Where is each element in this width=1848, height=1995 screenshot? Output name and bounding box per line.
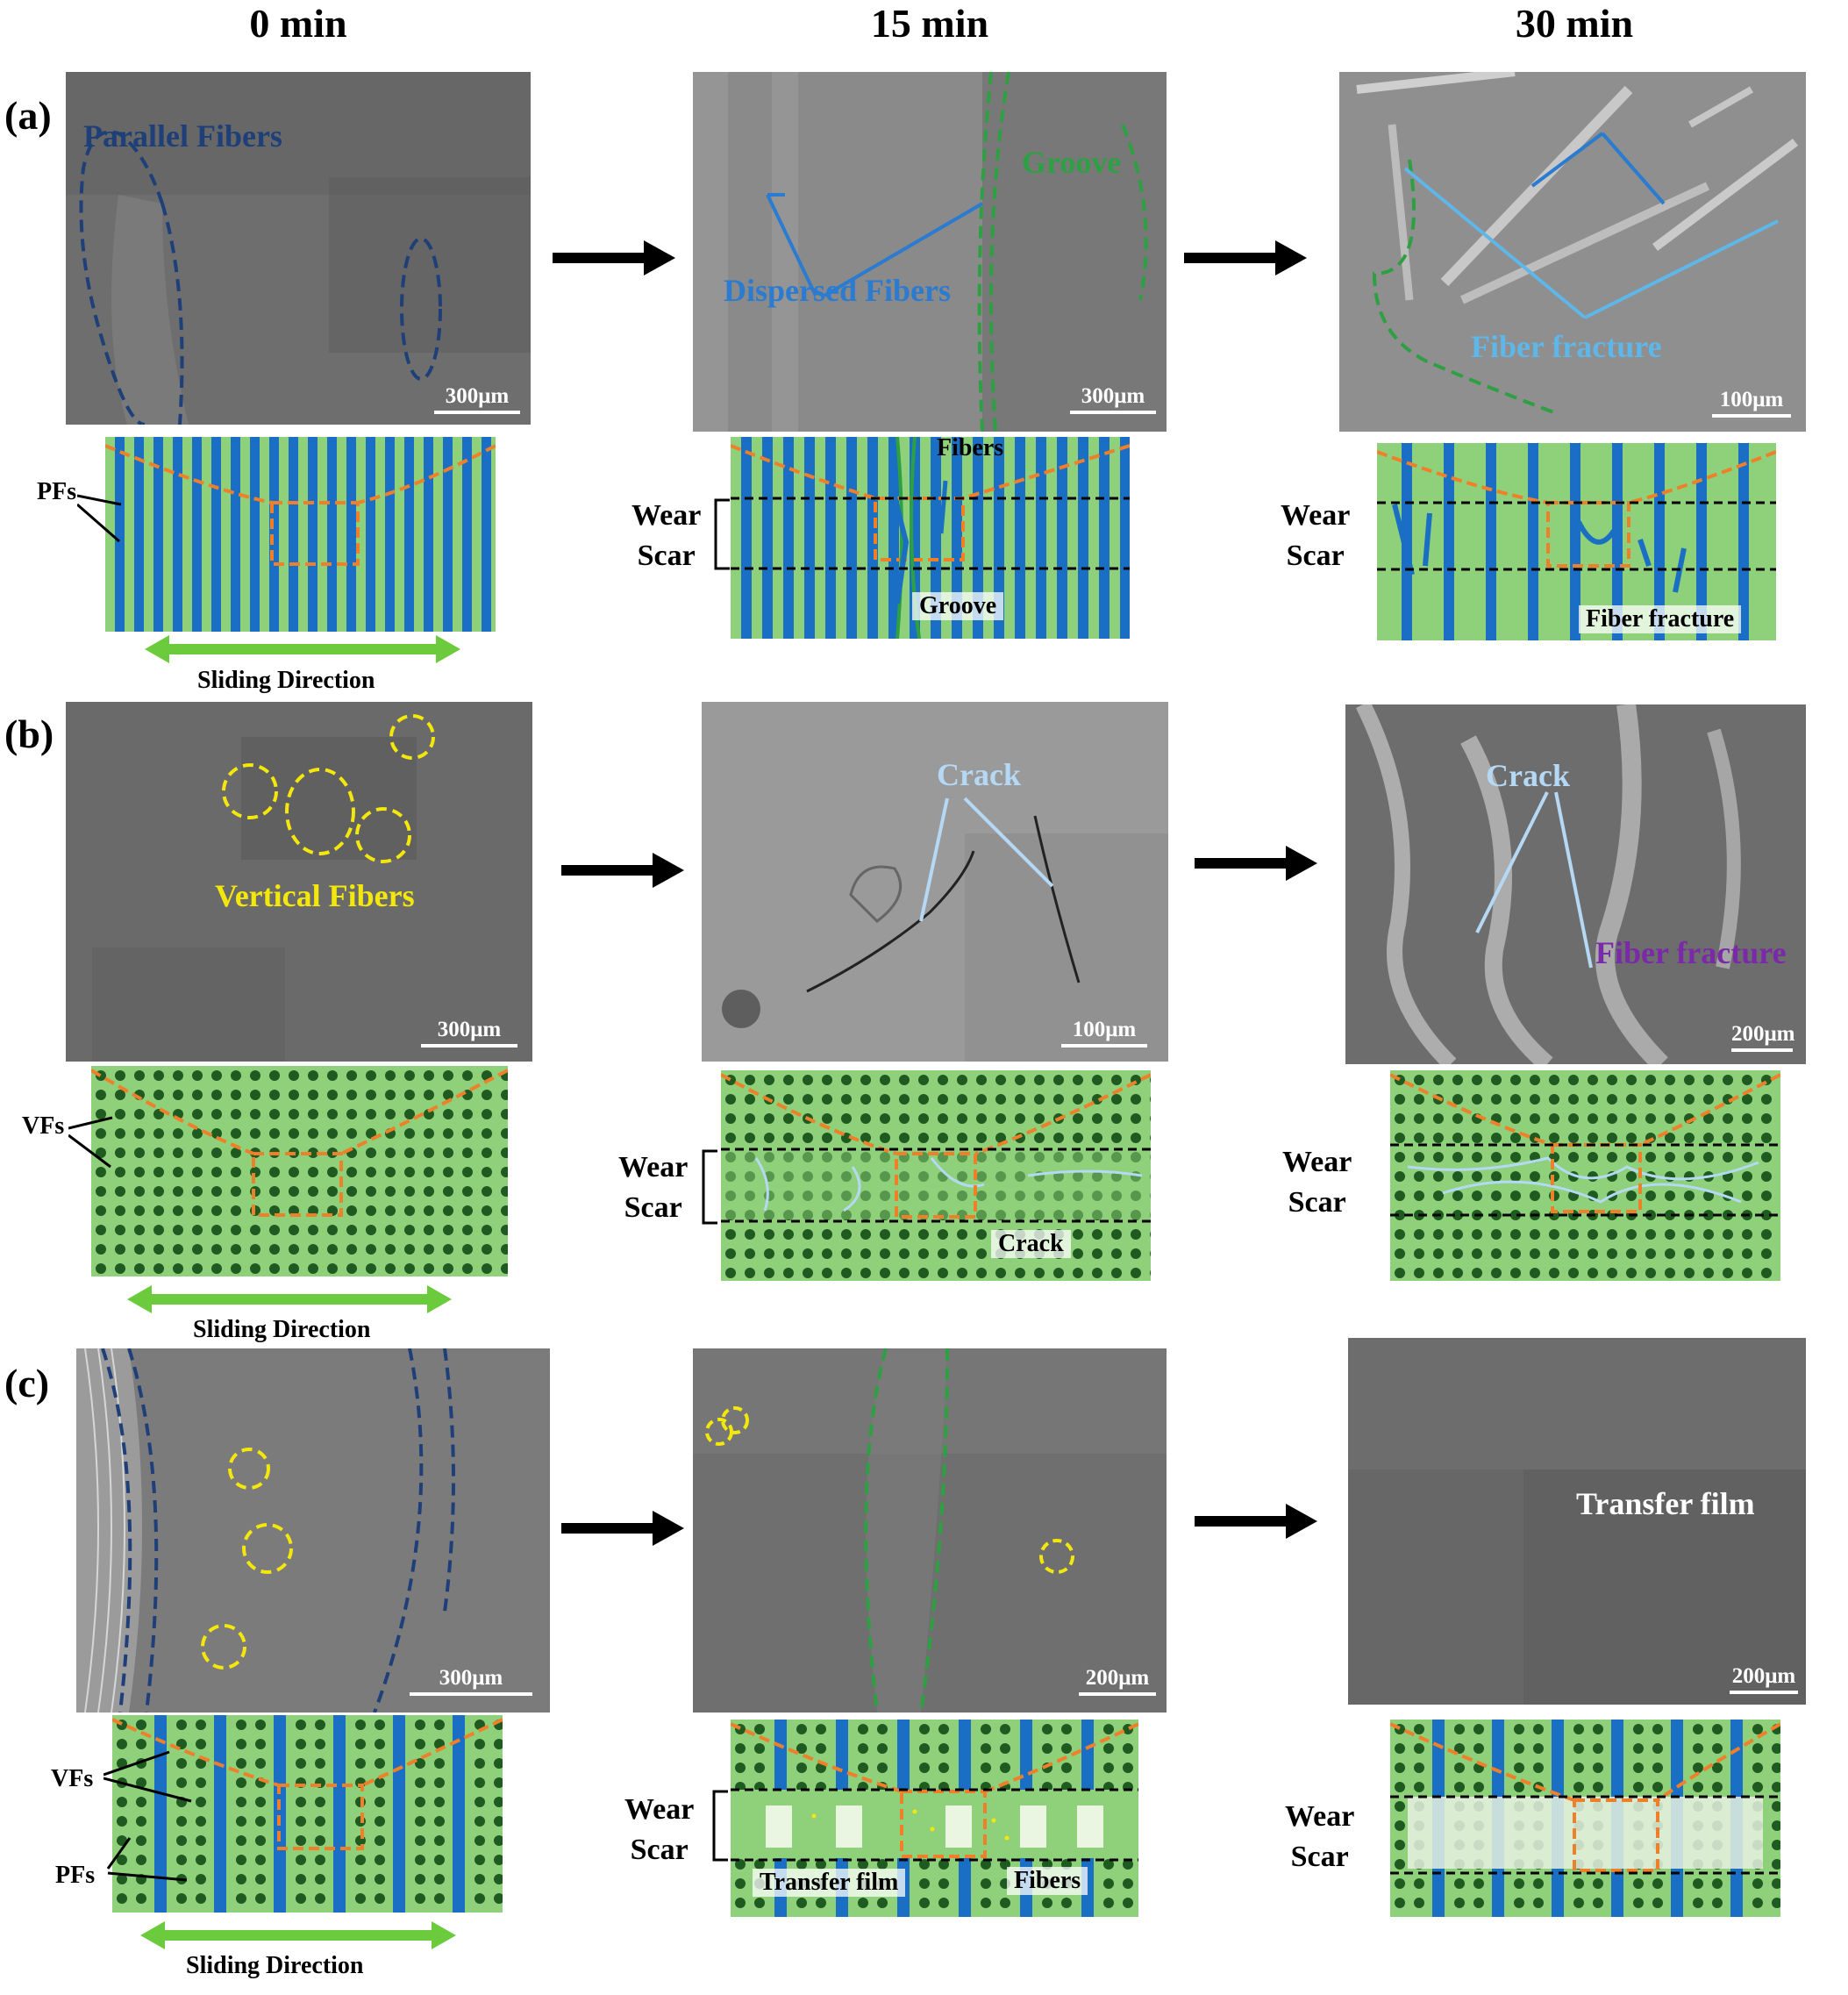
sem-image-c-15min: 200μm — [693, 1348, 1167, 1713]
diagram-a-0min — [105, 437, 496, 632]
scale-bar-b-15min: 100μm — [1061, 1018, 1147, 1048]
column-title-30min: 30 min — [1515, 1, 1634, 46]
label-groove-a-dia: Groove — [912, 592, 1004, 620]
label-pfs-c: PFs — [55, 1862, 96, 1889]
scale-bar-c-15min: 200μm — [1079, 1666, 1156, 1696]
arrow-c-2 — [1195, 1504, 1317, 1539]
scale-bar-c-0min: 300μm — [410, 1666, 532, 1696]
diagram-b-0min — [91, 1066, 508, 1276]
label-transfer-film-c: Transfer film — [1576, 1486, 1755, 1521]
scale-bar-b-0min: 300μm — [421, 1018, 517, 1048]
row-label-b: (b) — [4, 711, 54, 756]
label-parallel-fibers: Parallel Fibers — [83, 118, 282, 154]
sliding-arrow-c — [140, 1921, 456, 1949]
label-crack-b-dia: Crack — [991, 1230, 1071, 1258]
diagram-a-30min — [1377, 443, 1776, 640]
sem-image-c-0min: 300μm — [76, 1348, 550, 1713]
scale-bar-b-30min: 200μm — [1731, 1022, 1795, 1052]
scale-bar-a-0min: 300μm — [434, 384, 520, 414]
bracket-b-15 — [702, 1149, 717, 1225]
label-groove: Groove — [1022, 145, 1122, 180]
label-transfer-film-c-dia: Transfer film — [753, 1869, 906, 1897]
scale-bar-a-30min: 100μm — [1712, 388, 1791, 418]
bracket-c-15 — [712, 1790, 728, 1862]
sem-image-c-30min: Transfer film 200μm — [1348, 1338, 1806, 1705]
label-fibers-a: Fibers — [937, 434, 1004, 461]
label-crack-b-15: Crack — [937, 757, 1021, 792]
pointer-labels-c — [103, 1750, 192, 1882]
sem-image-b-30min: Crack Fiber fracture 200μm — [1345, 704, 1806, 1064]
sliding-direction-a: Sliding Direction — [197, 667, 375, 694]
label-fibers-c-dia: Fibers — [1007, 1867, 1088, 1895]
scale-bar-c-30min: 200μm — [1730, 1664, 1798, 1694]
sem-image-a-15min: Dispersed Fibers Groove 300μm — [693, 72, 1167, 432]
column-title-0min: 0 min — [249, 1, 347, 46]
row-label-a: (a) — [4, 93, 52, 138]
label-fiber-fracture-a: Fiber fracture — [1471, 329, 1662, 364]
column-title-15min: 15 min — [870, 1, 989, 46]
pointer-pfs-a — [77, 494, 122, 543]
row-label-c: (c) — [4, 1361, 50, 1405]
label-crack-b-30: Crack — [1486, 758, 1570, 793]
sem-image-b-0min: Vertical Fibers 300μm — [66, 702, 532, 1062]
arrow-b-2 — [1195, 846, 1317, 881]
sliding-arrow-a — [145, 635, 460, 663]
label-vfs-c: VFs — [51, 1765, 94, 1792]
sem-image-a-0min: Parallel Fibers 300μm — [66, 72, 531, 425]
label-fiber-fracture-a-dia: Fiber fracture — [1579, 605, 1742, 633]
diagram-b-15min — [721, 1070, 1151, 1281]
label-vertical-fibers: Vertical Fibers — [215, 878, 415, 913]
sem-image-a-30min: Fiber fracture 100μm — [1339, 72, 1806, 432]
label-fiber-fracture-b: Fiber fracture — [1595, 935, 1787, 970]
pointer-vfs-b — [68, 1116, 113, 1169]
diagram-b-30min — [1390, 1070, 1780, 1281]
sem-image-b-15min: Crack 100μm — [702, 702, 1168, 1062]
sliding-arrow-b — [127, 1285, 452, 1313]
arrow-a-1 — [553, 240, 675, 275]
arrow-b-1 — [561, 853, 684, 888]
label-vfs-b: VFs — [22, 1112, 65, 1140]
arrow-c-1 — [561, 1511, 684, 1546]
sliding-direction-c: Sliding Direction — [186, 1952, 364, 1979]
diagram-c-30min — [1390, 1720, 1780, 1917]
label-pfs-a: PFs — [37, 478, 77, 505]
bracket-a-15 — [714, 498, 730, 570]
sliding-direction-b: Sliding Direction — [193, 1316, 371, 1343]
label-dispersed-fibers: Dispersed Fibers — [724, 273, 951, 308]
arrow-a-2 — [1184, 240, 1307, 275]
scale-bar-a-15min: 300μm — [1070, 384, 1156, 414]
